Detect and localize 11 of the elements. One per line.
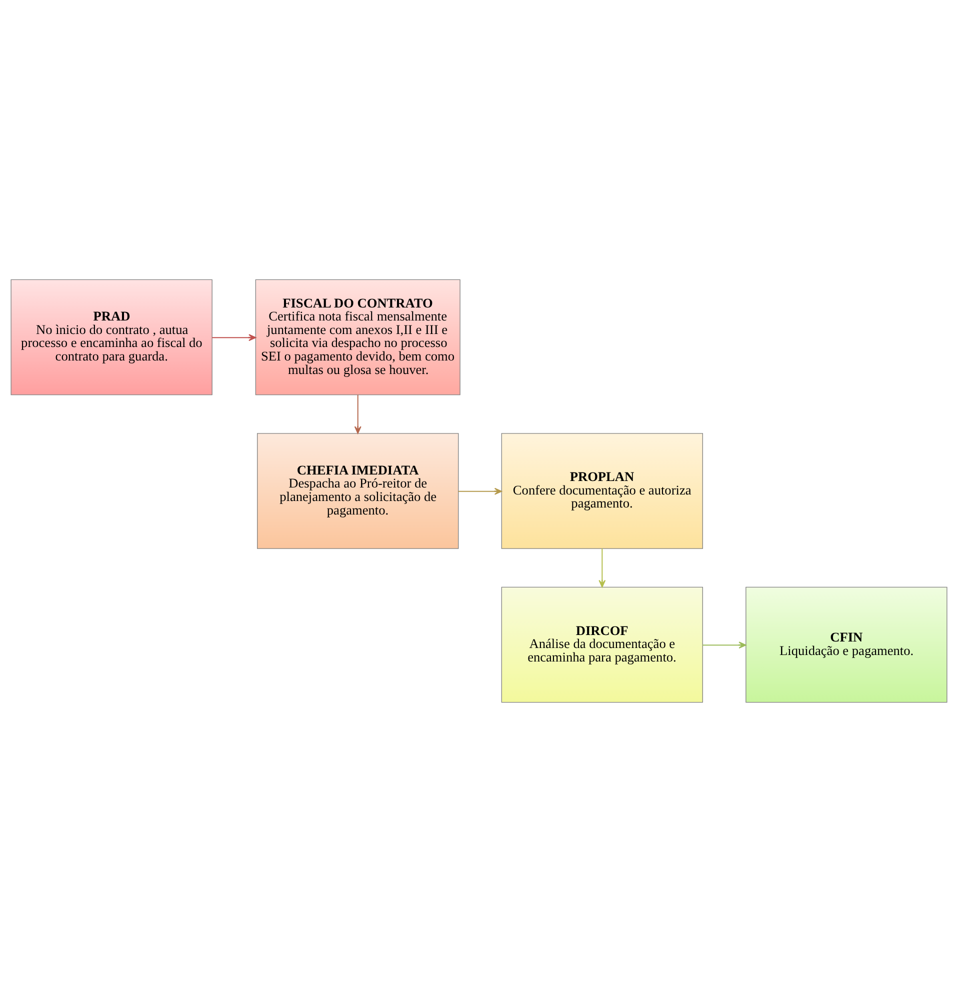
node-box: FISCAL DO CONTRATO Certifica nota fiscal mensalmente juntamente com anexos I,II e III e solicita via despacho no processo SEI o pagamento devido, bem como multas ou glosa se houver. xyxy=(255,278,460,395)
node-box: DIRCOF Análise da documentação e encaminha para pagamento. xyxy=(501,586,703,702)
arrow xyxy=(212,334,256,341)
node-box: CHEFIA IMEDIATA Despacha ao Pró-reitor de planejamento a solicitação de pagamento. xyxy=(257,432,459,548)
node-box: PROPLAN Confere documentação e autoriza pagamento. xyxy=(501,432,703,548)
arrow xyxy=(354,394,362,434)
arrow xyxy=(598,548,606,587)
node-box: PRAD No ìnicio do contrato , autua processo e encaminha ao fiscal do contrato para guarda. xyxy=(10,278,212,395)
node-box: CFIN Liquidação e pagamento. xyxy=(746,586,948,702)
arrow xyxy=(702,641,746,648)
arrow xyxy=(458,487,502,494)
